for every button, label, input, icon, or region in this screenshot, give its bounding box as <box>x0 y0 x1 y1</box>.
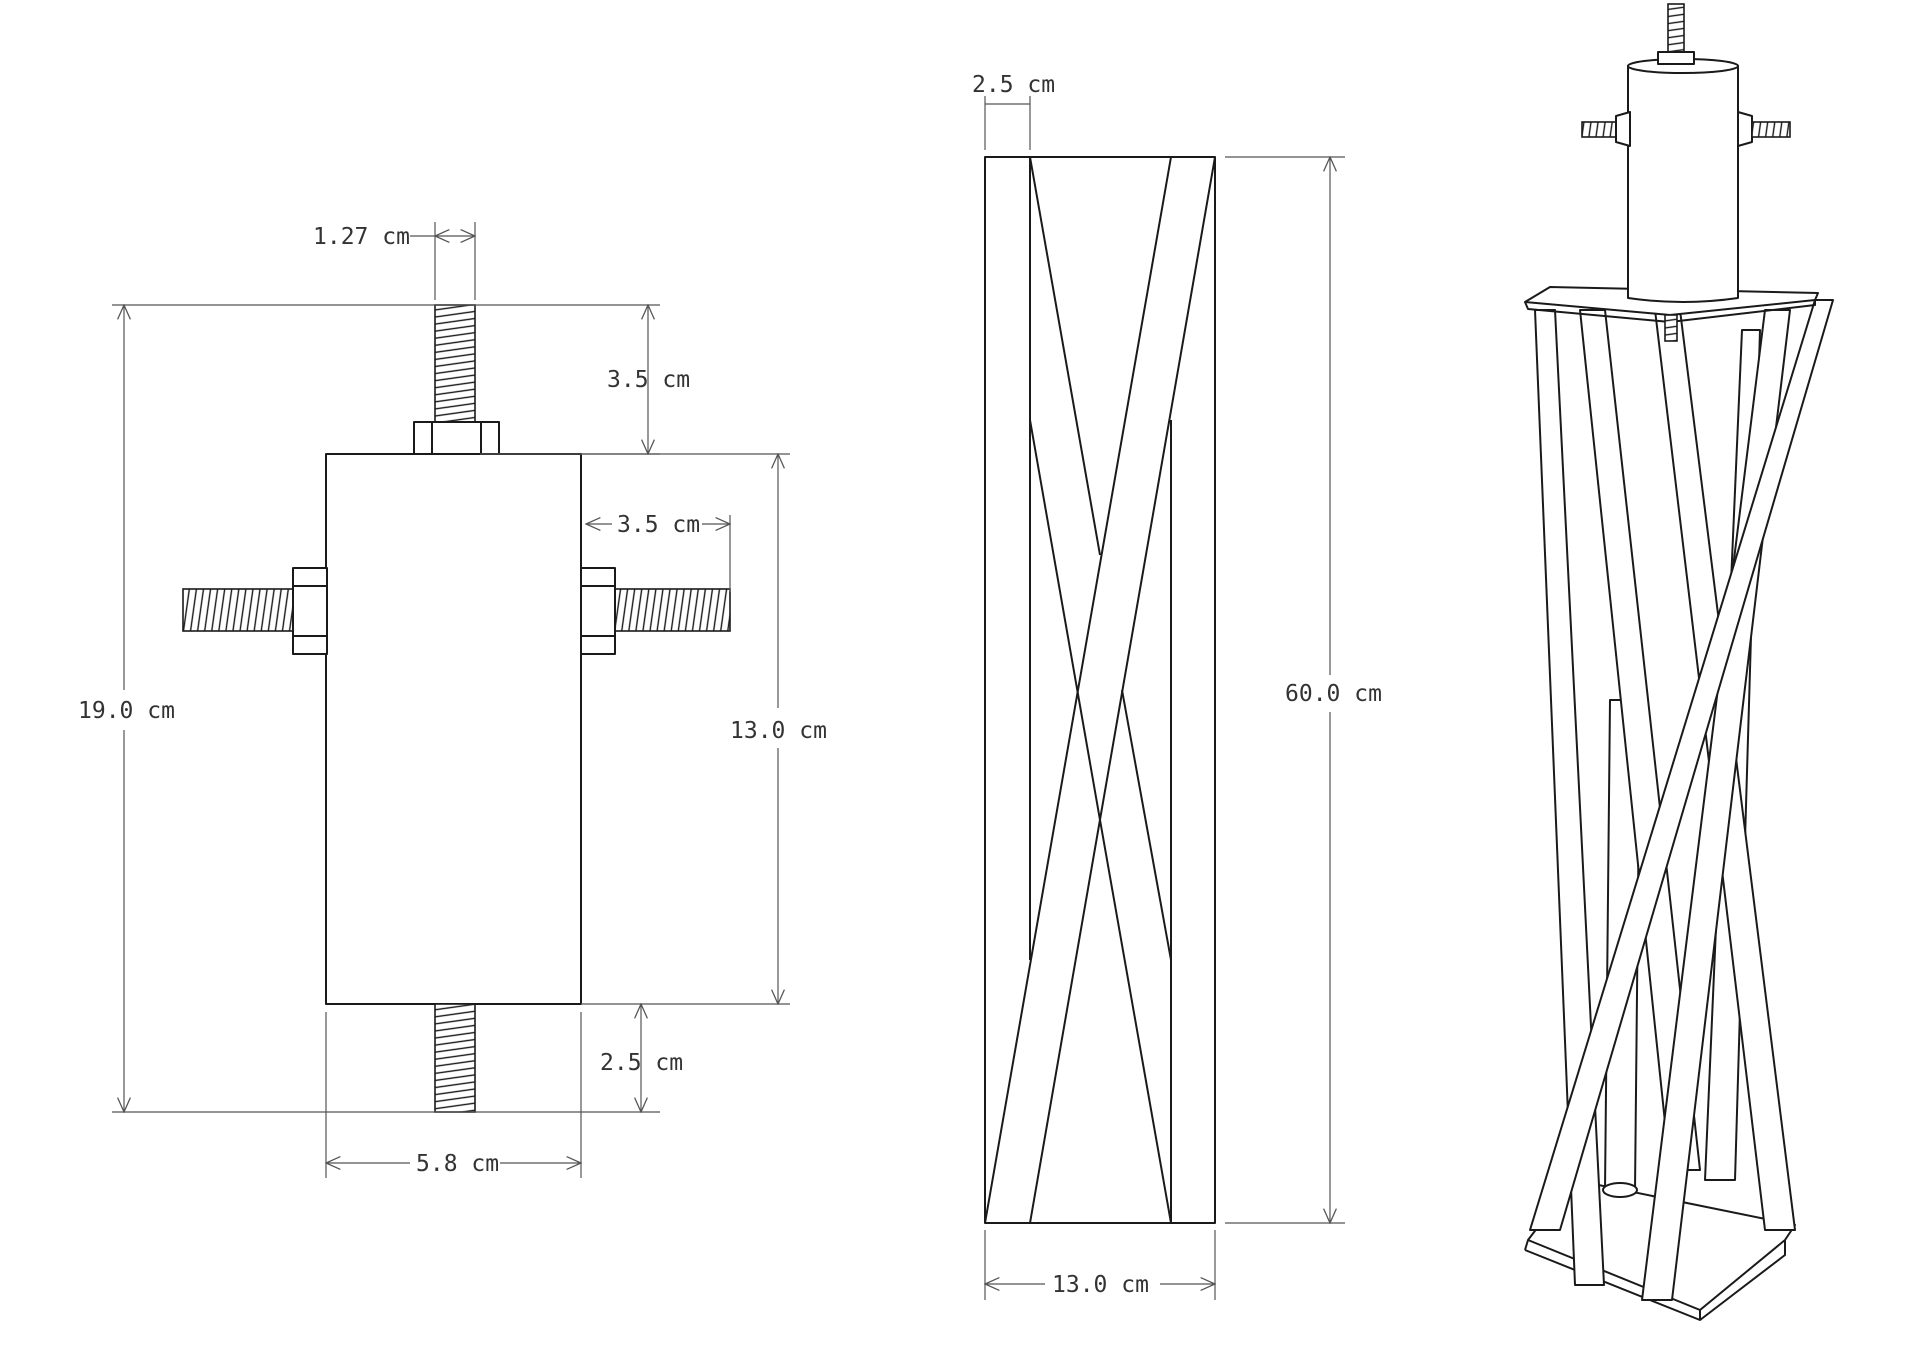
connector-cylinder <box>1627 65 1739 303</box>
connector-front-view <box>182 304 731 1113</box>
right-nut <box>580 567 616 655</box>
dim-body-width: 5.8 cm <box>416 1151 499 1177</box>
dim-top-bolt-length: 3.5 cm <box>607 367 690 393</box>
stand-front-view <box>984 156 1216 1224</box>
diagonal-leg-b <box>1029 156 1172 1224</box>
leg-6 <box>1529 299 1834 1231</box>
connector-dimensions: 1.27 cm 19.0 cm 3.5 cm 3.5 cm 13.0 cm 2.… <box>78 222 827 1178</box>
dim-leg-width: 2.5 cm <box>972 72 1055 98</box>
diagonal-leg-a <box>984 156 1216 1224</box>
left-nut <box>292 567 328 655</box>
dim-side-bolt-length: 3.5 cm <box>617 512 700 538</box>
dim-stand-width: 13.0 cm <box>1052 1272 1149 1298</box>
bottom-threaded-rod <box>434 1003 476 1113</box>
dim-bolt-diameter: 1.27 cm <box>313 224 410 250</box>
dim-body-height: 13.0 cm <box>730 718 827 744</box>
stand-perspective-view <box>1524 3 1834 1321</box>
dim-bottom-bolt-length: 2.5 cm <box>600 1050 683 1076</box>
left-threaded-rod <box>182 588 294 632</box>
dim-stand-height: 60.0 cm <box>1285 681 1382 707</box>
top-threaded-rod <box>434 304 476 424</box>
connector-body <box>325 453 582 1005</box>
dim-total-height: 19.0 cm <box>78 698 175 724</box>
stand-dimensions: 2.5 cm 60.0 cm 13.0 cm <box>972 72 1382 1300</box>
top-nut <box>413 421 500 456</box>
right-threaded-rod <box>614 588 731 632</box>
stand-outline <box>984 156 1216 1224</box>
